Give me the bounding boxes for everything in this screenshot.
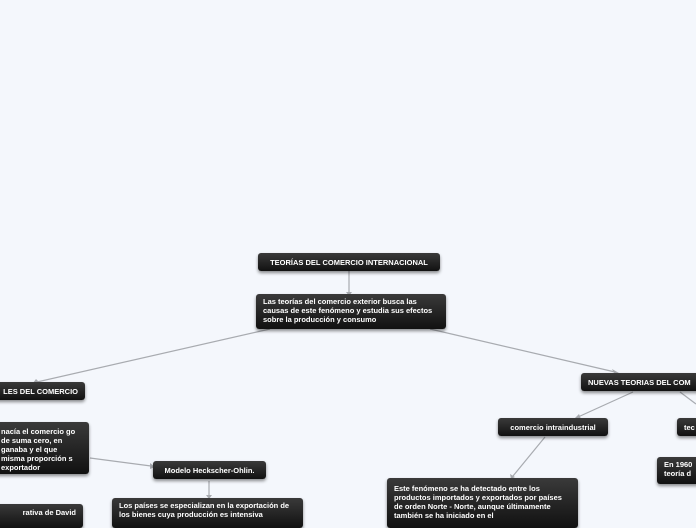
connector-definition-new (429, 328, 616, 373)
connector-mercantilism-heckscher (89, 457, 152, 467)
arrowhead (510, 474, 515, 479)
tech-label: tec (684, 422, 695, 432)
intraindustrial-note-text: Este fenómeno se ha detectado entre los … (394, 484, 562, 520)
ricardo-label: rativa de David (22, 508, 76, 517)
root-topic[interactable]: TEORÍAS DEL COMERCIO INTERNACIONAL (258, 253, 440, 271)
heckscher-ohlin-label: Modelo Heckscher-Ohlin. (164, 465, 255, 475)
connector-intraindustrial-note (512, 436, 546, 477)
connector-new-intraindustrial (577, 391, 634, 418)
definition-topic[interactable]: Las teorías del comercio exterior busca … (256, 294, 446, 329)
new-theories-topic[interactable]: NUEVAS TEORIAS DEL COM (581, 373, 696, 391)
new-theories-label: NUEVAS TEORIAS DEL COM (588, 377, 691, 387)
connector-definition-classical (36, 328, 271, 383)
intraindustrial-label: comercio intraindustrial (510, 422, 596, 432)
tech-topic[interactable]: tec (677, 418, 696, 436)
root-topic-label: TEORÍAS DEL COMERCIO INTERNACIONAL (270, 257, 428, 267)
ricardo-topic[interactable]: rativa de David (0, 504, 83, 528)
mercantilism-note-topic[interactable]: nacía el comercio go de suma cero, en ga… (0, 422, 89, 474)
arrowhead (575, 414, 581, 419)
intraindustrial-topic[interactable]: comercio intraindustrial (498, 418, 608, 436)
classical-theories-label: LES DEL COMERCIO (3, 386, 78, 396)
classical-theories-topic[interactable]: LES DEL COMERCIO (0, 382, 85, 400)
intraindustrial-note-topic[interactable]: Este fenómeno se ha detectado entre los … (387, 478, 578, 528)
connector-new-tech (679, 391, 696, 405)
tech-note-topic[interactable]: En 1960 teoría d (657, 457, 696, 484)
arrowhead (206, 495, 212, 499)
heckscher-ohlin-topic[interactable]: Modelo Heckscher-Ohlin. (153, 461, 266, 479)
heckscher-ohlin-note-text: Los países se especializan en la exporta… (119, 501, 290, 519)
tech-note-text: En 1960 teoría d (664, 460, 693, 478)
mercantilism-note-text: nacía el comercio go de suma cero, en ga… (1, 427, 76, 472)
heckscher-ohlin-note-topic[interactable]: Los países se especializan en la exporta… (112, 498, 303, 528)
definition-topic-text: Las teorías del comercio exterior busca … (263, 297, 433, 324)
